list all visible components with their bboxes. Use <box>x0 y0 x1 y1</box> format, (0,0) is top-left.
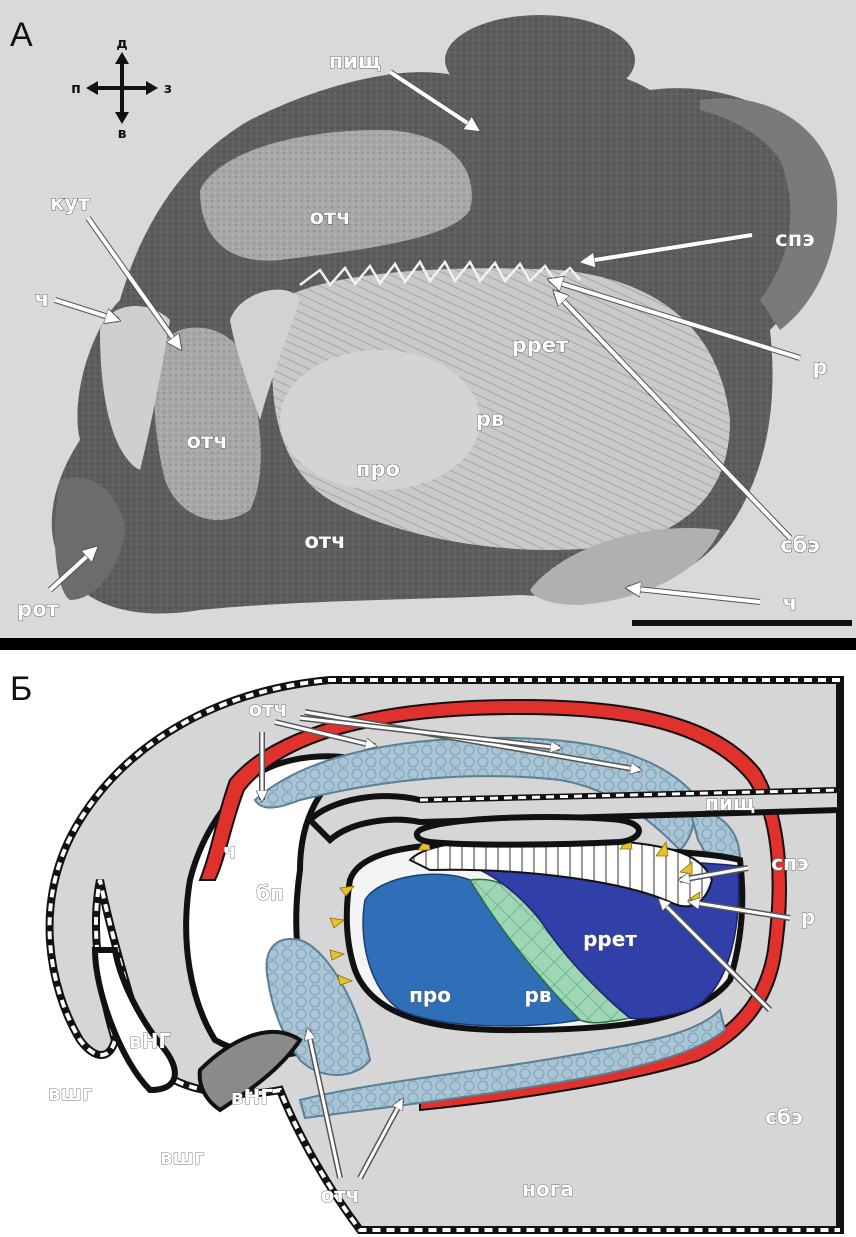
panel-a: д в п з А пищ кут ч отч отч отч спэ р рр… <box>0 0 856 650</box>
label-spe-b: спэ <box>771 851 809 875</box>
label-pro-b: про <box>409 983 451 1007</box>
compass-left: п <box>71 81 81 97</box>
label-sbe-a: сбэ <box>780 533 820 557</box>
label-r-b: р <box>801 905 815 929</box>
label-otch-bottom-a: отч <box>304 529 345 553</box>
panel-b: Б <box>0 650 856 1237</box>
panel-letter-a: А <box>10 16 33 54</box>
label-ch-bottom-a: ч <box>783 591 797 615</box>
label-otch-top-a: отч <box>309 205 350 229</box>
compass-right: з <box>164 81 172 97</box>
stomach-blob <box>445 15 635 105</box>
label-pro-a: про <box>356 457 400 481</box>
label-kut-a: кут <box>50 191 91 215</box>
label-r-a: р <box>812 355 827 379</box>
label-otch-top-b: отч <box>248 697 287 721</box>
label-sbe-b: сбэ <box>765 1105 803 1129</box>
compass-up: д <box>116 36 127 52</box>
label-rret-b: ррет <box>583 927 637 951</box>
label-rv-b: рв <box>525 983 552 1007</box>
label-rret-a: ррет <box>512 333 569 357</box>
panel-letter-b: Б <box>10 670 32 708</box>
gut-lobe <box>417 817 639 845</box>
label-ch-b: ч <box>223 839 237 863</box>
label-otch-left-a: отч <box>186 429 227 453</box>
label-vshg-bottom-b: вшг <box>160 1145 204 1169</box>
label-pish-a: пищ <box>329 49 381 73</box>
compass-down: в <box>118 126 127 142</box>
label-vng-mid-b: вНГ <box>231 1085 273 1109</box>
label-bp-b: бп <box>256 881 284 905</box>
label-ch-top-a: ч <box>35 287 49 311</box>
label-vng-top-b: вНГ <box>129 1029 171 1053</box>
label-otch-bottom-b: отч <box>320 1183 359 1207</box>
scale-bar <box>632 620 852 626</box>
label-pish-b: пищ <box>705 791 755 815</box>
panel-separator <box>0 638 856 650</box>
label-spe-a: спэ <box>775 227 814 251</box>
label-rv-a: рв <box>476 407 504 431</box>
label-vng-left-b: вшг <box>48 1081 92 1105</box>
label-noga-b: нога <box>522 1177 574 1201</box>
label-rot-a: рот <box>17 597 59 621</box>
